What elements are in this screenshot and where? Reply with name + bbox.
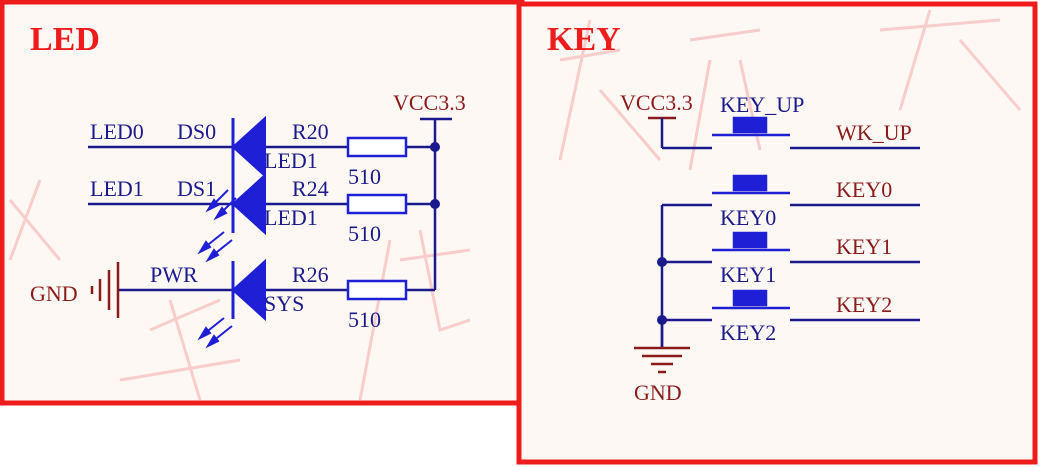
r20-resistor-icon (346, 136, 408, 158)
ds1-light-arrow-icon (205, 189, 237, 221)
ds1-value: LED1 (264, 205, 318, 230)
key2-switch-icon (712, 289, 790, 310)
led-gnd-label: GND (30, 281, 78, 306)
led-panel-title: LED (30, 21, 100, 58)
ds1-designator: DS1 (177, 176, 216, 201)
key1-net-label: KEY1 (836, 234, 892, 259)
r26-designator: R26 (292, 262, 329, 287)
led0-net-label: LED0 (90, 119, 144, 144)
pwr-diode-icon (231, 258, 266, 322)
ds1-diode-icon (231, 172, 266, 236)
led-junctions (430, 142, 440, 209)
key-panel-frame (516, 1, 1038, 465)
pwr-designator: PWR (150, 262, 198, 287)
key-gnd-label: GND (634, 380, 682, 405)
led-resistors (346, 136, 408, 301)
r24-value: 510 (348, 221, 381, 246)
pwr-value: SYS (264, 291, 304, 316)
led-gnd-symbol (90, 262, 120, 318)
key-vcc-label: VCC3.3 (620, 90, 693, 115)
led-vcc-label: VCC3.3 (393, 90, 466, 115)
key2-net-label: KEY2 (836, 292, 892, 317)
key1-switch-icon (712, 231, 790, 252)
ds1-light-arrow-lower-icon (197, 231, 233, 263)
ds0-value: LED1 (264, 148, 318, 173)
led-emission-arrows (197, 189, 237, 349)
led-diodes (231, 115, 266, 322)
key-circuit (648, 116, 920, 348)
r26-value: 510 (348, 307, 381, 332)
key0-net-label: KEY0 (836, 177, 892, 202)
watermark (8, 9, 1022, 401)
key-gnd-symbol (634, 320, 690, 374)
key1-name: KEY1 (720, 262, 776, 287)
key0-name: KEY0 (720, 205, 776, 230)
r20-value: 510 (348, 164, 381, 189)
key-up-switch-icon (712, 116, 790, 137)
ds0-diode-icon (231, 115, 266, 179)
ds0-designator: DS0 (177, 119, 216, 144)
key0-switch-icon (712, 174, 790, 195)
r24-resistor-icon (346, 193, 408, 215)
key2-name: KEY2 (720, 320, 776, 345)
r24-designator: R24 (292, 176, 329, 201)
r20-designator: R20 (292, 119, 329, 144)
pwr-light-arrow-icon (197, 317, 233, 349)
r26-resistor-icon (346, 279, 408, 301)
key-panel-title: KEY (547, 21, 621, 58)
wk-up-net-label: WK_UP (836, 120, 912, 145)
key-up-name: KEY_UP (720, 92, 804, 117)
key-switches (712, 116, 790, 310)
led1-net-label: LED1 (90, 176, 144, 201)
